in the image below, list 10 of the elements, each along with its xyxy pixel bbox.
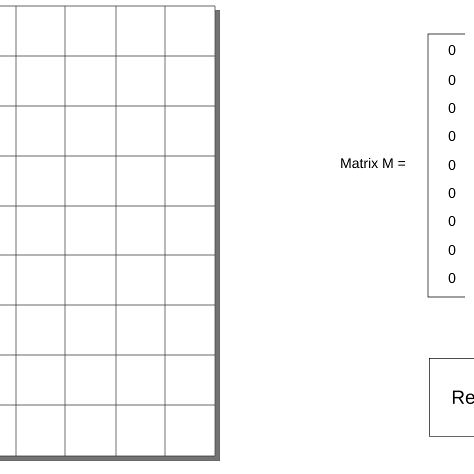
matrix-entry: 0 <box>448 188 456 198</box>
matrix-entry: 0 <box>448 273 456 283</box>
matrix-entry: 0 <box>448 216 456 226</box>
matrix-entry: 0 <box>448 103 456 113</box>
matrix-label: Matrix M = <box>341 158 406 168</box>
matrix-entry: 0 <box>448 245 456 255</box>
matrix-entry: 0 <box>448 45 456 55</box>
matrix-entry: 0 <box>448 131 456 141</box>
matrix-entry: 0 <box>448 75 456 85</box>
matrix-entry: 0 <box>448 160 456 170</box>
